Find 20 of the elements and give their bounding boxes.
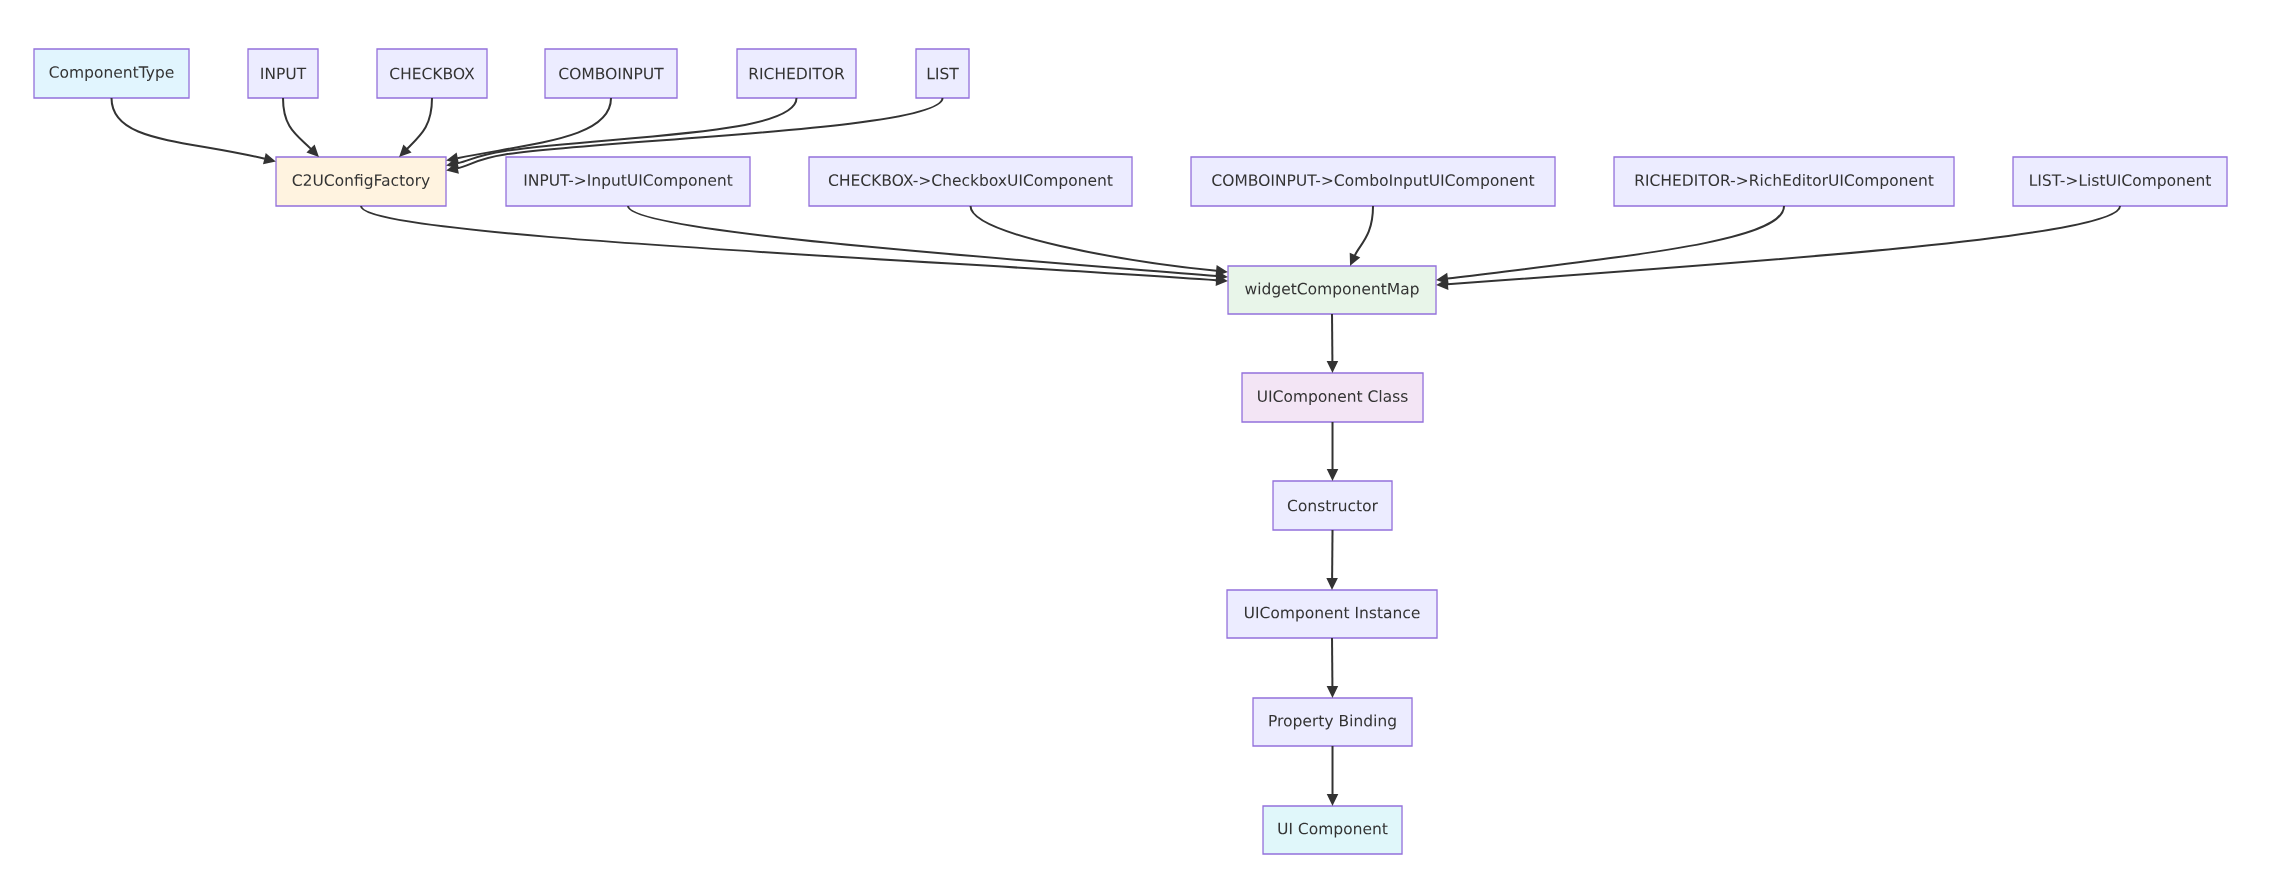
process-box: LIST xyxy=(915,48,970,99)
process-box: CHECKBOX xyxy=(376,48,488,99)
process-box: RICHEDITOR xyxy=(736,48,857,99)
process-box: COMBOINPUT->ComboInputUIComponent xyxy=(1190,156,1556,207)
process-box: CHECKBOX->CheckboxUIComponent xyxy=(808,156,1133,207)
process-box: RICHEDITOR->RichEditorUIComponent xyxy=(1613,156,1955,207)
process-box: COMBOINPUT xyxy=(544,48,678,99)
process-box: INPUT xyxy=(247,48,319,99)
process-box: LIST->ListUIComponent xyxy=(2012,156,2228,207)
process-box: UIComponent Instance xyxy=(1226,589,1438,639)
process-box: Constructor xyxy=(1272,480,1393,531)
process-box: UIComponent Class xyxy=(1241,372,1424,423)
process-box: Property Binding xyxy=(1252,697,1413,747)
process-box: widgetComponentMap xyxy=(1227,265,1437,315)
process-box: UI Component xyxy=(1262,805,1403,855)
arrow xyxy=(399,97,433,157)
process-box: INPUT->InputUIComponent xyxy=(505,156,751,207)
arrow xyxy=(282,97,319,157)
process-box: C2UConfigFactory xyxy=(275,156,447,207)
process-box: ComponentType xyxy=(33,48,190,99)
